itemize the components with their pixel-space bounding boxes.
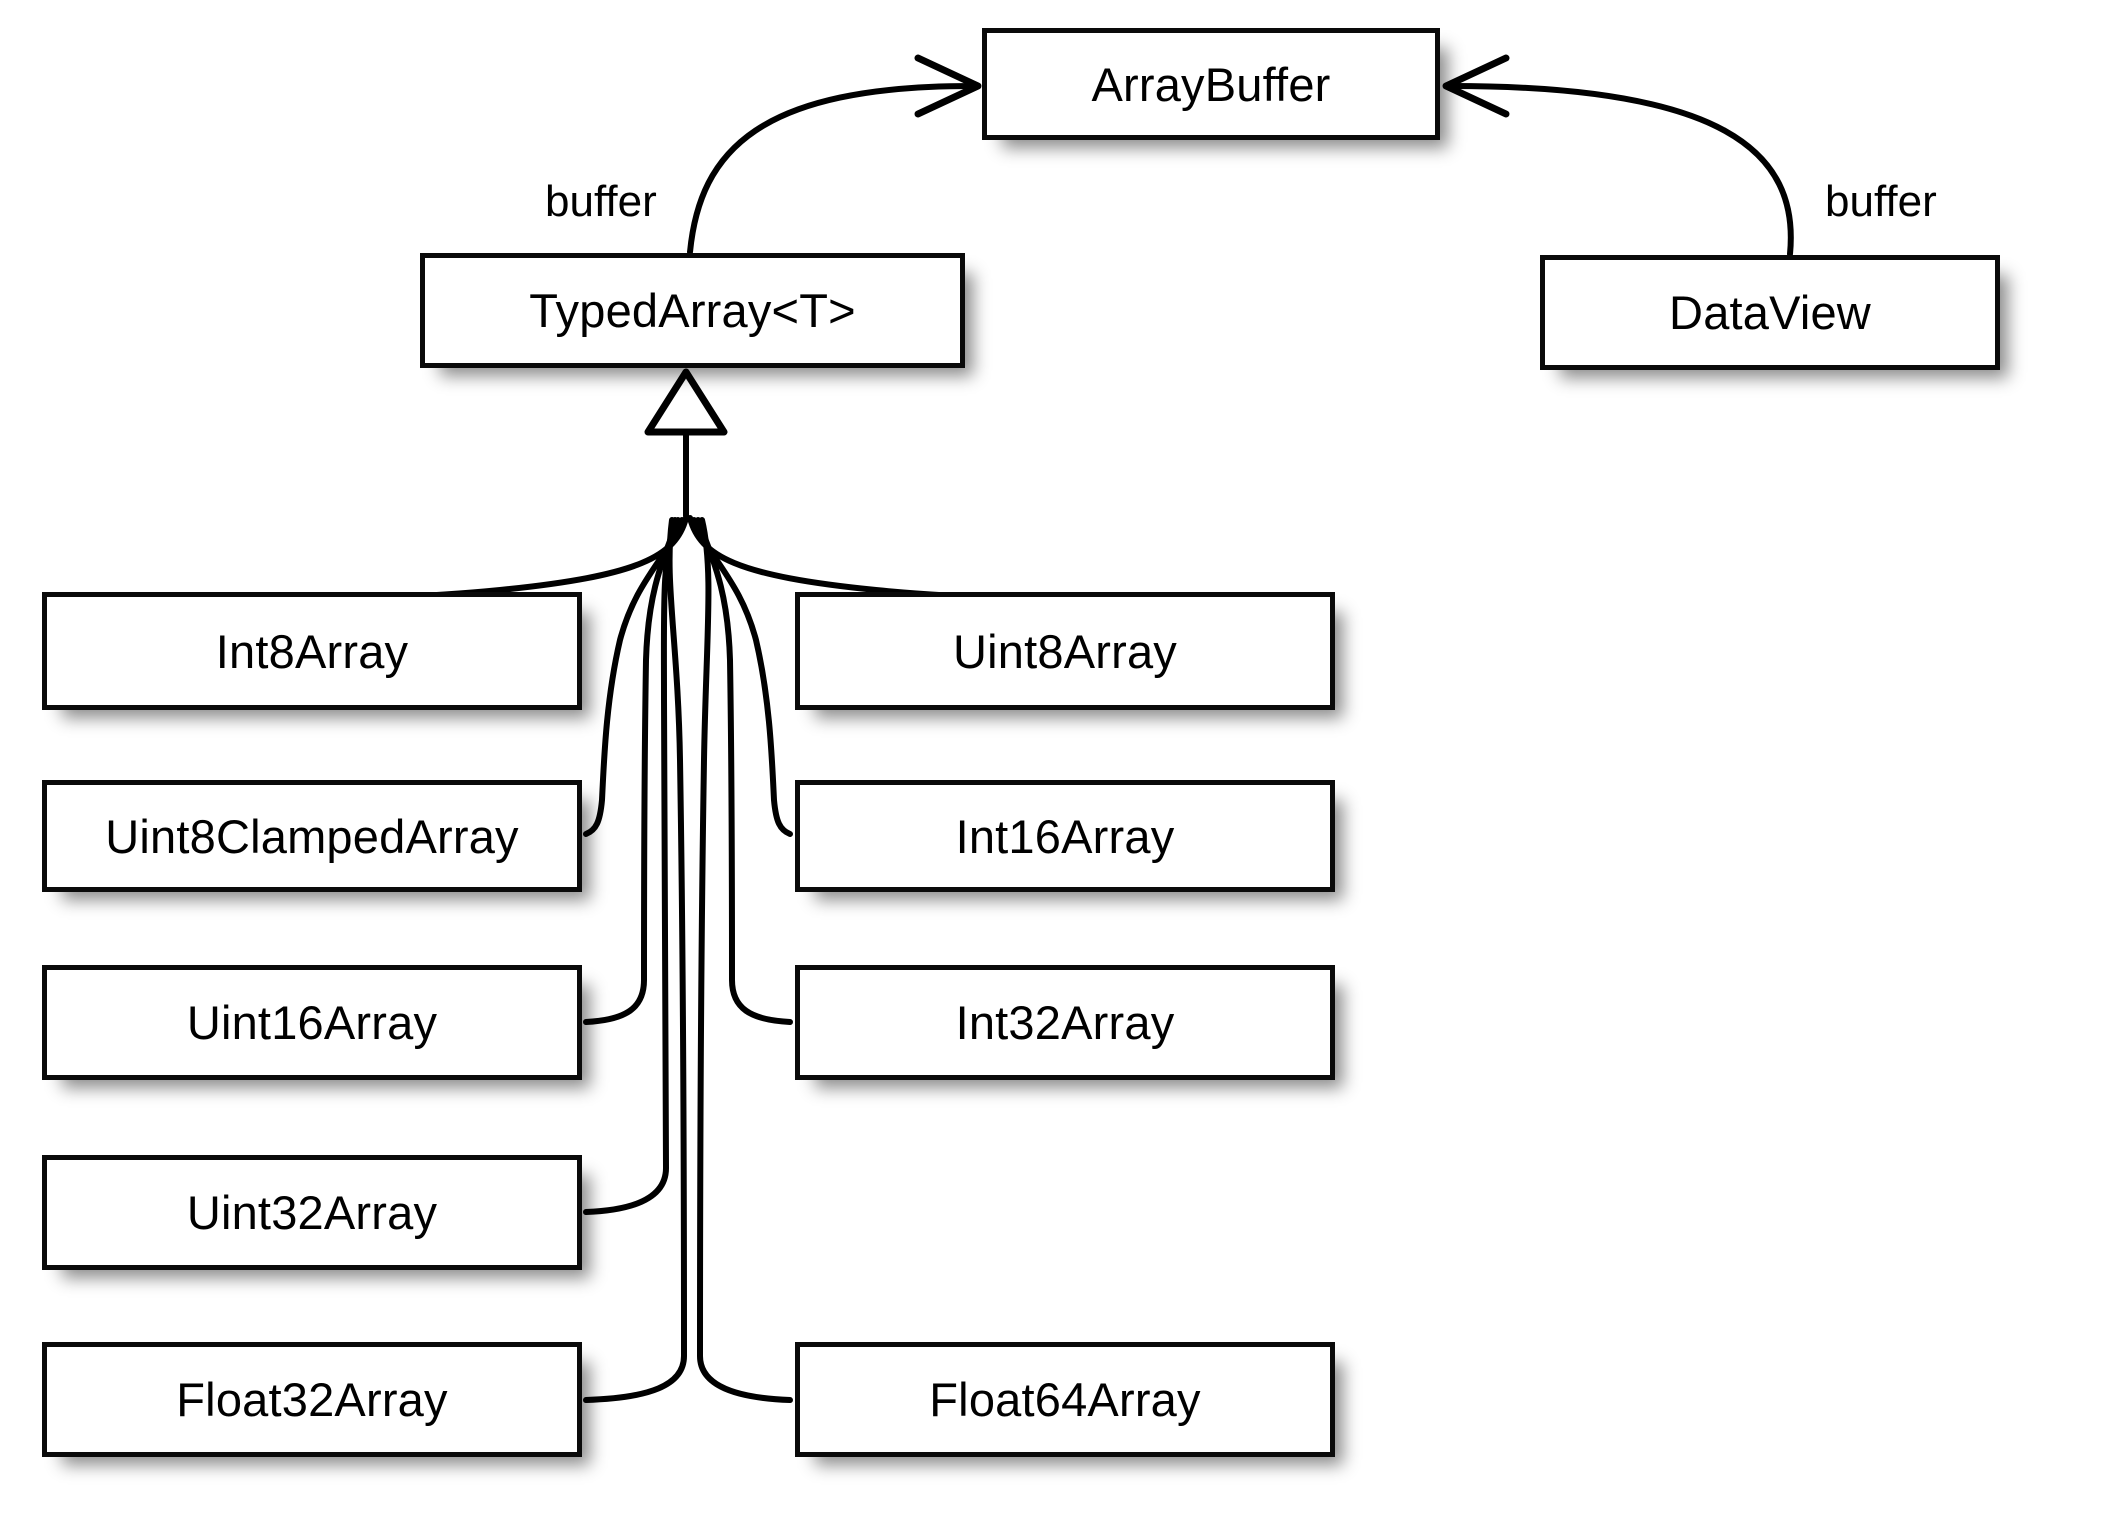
edge-label-dataview-buffer: buffer bbox=[1825, 177, 1937, 226]
arrowhead-dataview-to-arraybuffer bbox=[1442, 54, 1510, 118]
node-int16array-label: Int16Array bbox=[955, 809, 1175, 863]
node-int16array[interactable]: Int16Array bbox=[795, 780, 1335, 892]
node-uint8clampedarray[interactable]: Uint8ClampedArray bbox=[42, 780, 582, 892]
node-uint16array-label: Uint16Array bbox=[186, 996, 438, 1049]
edge-typedarray-to-arraybuffer bbox=[687, 83, 975, 255]
edge-float32array-to-typedarray bbox=[583, 517, 687, 1403]
node-float64array-label: Float64Array bbox=[929, 1373, 1201, 1426]
node-int32array[interactable]: Int32Array bbox=[795, 965, 1335, 1080]
node-dataview-label: DataView bbox=[1669, 286, 1871, 339]
node-uint8array[interactable]: Uint8Array bbox=[795, 592, 1335, 710]
edge-int16array-to-typedarray bbox=[691, 517, 793, 837]
edge-int32array-to-typedarray bbox=[695, 517, 793, 1025]
node-int8array-label: Int8Array bbox=[215, 624, 409, 678]
node-uint32array[interactable]: Uint32Array bbox=[42, 1155, 582, 1270]
node-float32array-label: Float32Array bbox=[176, 1373, 448, 1426]
edge-uint16array-to-typedarray bbox=[583, 517, 681, 1025]
node-uint8array-label: Uint8Array bbox=[952, 624, 1177, 678]
node-arraybuffer[interactable]: ArrayBuffer bbox=[982, 28, 1440, 140]
edge-uint32array-to-typedarray bbox=[583, 517, 678, 1215]
edge-label-typedarray-buffer: buffer bbox=[545, 177, 657, 226]
edge-uint8array-to-typedarray bbox=[687, 515, 1333, 604]
node-int8array[interactable]: Int8Array bbox=[42, 592, 582, 710]
node-arraybuffer-label: ArrayBuffer bbox=[1091, 57, 1331, 111]
node-uint8clampedarray-label: Uint8ClampedArray bbox=[105, 809, 519, 863]
node-dataview[interactable]: DataView bbox=[1540, 255, 2000, 370]
node-float32array[interactable]: Float32Array bbox=[42, 1342, 582, 1457]
node-int32array-label: Int32Array bbox=[955, 996, 1175, 1049]
generalization-triangle bbox=[644, 368, 728, 436]
node-uint16array[interactable]: Uint16Array bbox=[42, 965, 582, 1080]
edge-uint8clampedarray-to-typedarray bbox=[583, 517, 685, 837]
node-typedarray[interactable]: TypedArray<T> bbox=[420, 253, 965, 368]
node-float64array[interactable]: Float64Array bbox=[795, 1342, 1335, 1457]
node-typedarray-label: TypedArray<T> bbox=[529, 284, 856, 337]
arrowhead-typedarray-to-arraybuffer bbox=[914, 54, 982, 118]
edge-float64array-to-typedarray bbox=[697, 517, 793, 1403]
edge-dataview-to-arraybuffer bbox=[1449, 83, 1794, 257]
node-uint32array-label: Uint32Array bbox=[186, 1186, 438, 1239]
edge-int8array-to-typedarray bbox=[43, 515, 689, 604]
